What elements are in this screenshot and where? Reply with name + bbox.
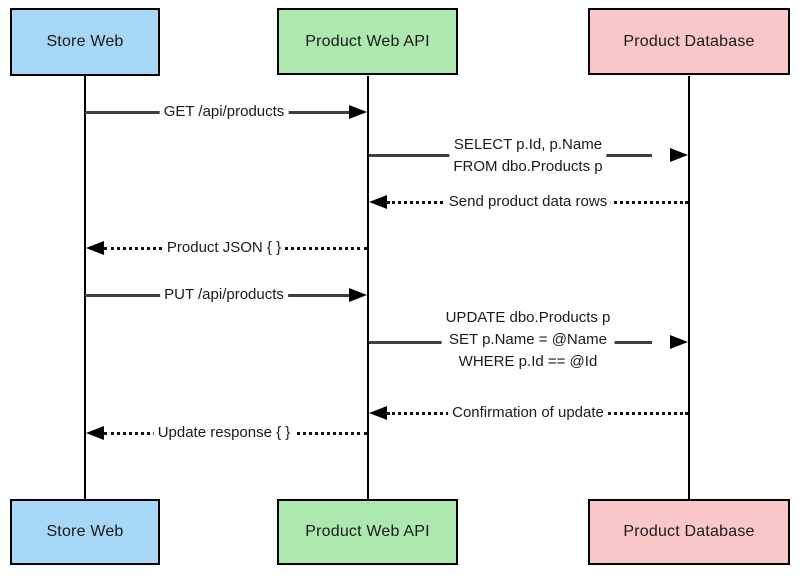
actor-label: Store Web (46, 523, 124, 540)
lifeline-product-web-api (367, 76, 369, 499)
message-label-update-response: Update response { } (153, 422, 295, 444)
actor-product-web-api-bottom: Product Web API (277, 499, 458, 565)
lifeline-product-database (688, 76, 690, 499)
message-label-product-json: Product JSON { } (162, 237, 286, 259)
actor-label: Product Database (623, 523, 755, 540)
actor-store-web-bottom: Store Web (10, 499, 160, 565)
actor-label: Product Web API (305, 523, 430, 540)
actor-product-web-api-top: Product Web API (277, 8, 458, 75)
actor-label: Product Database (623, 32, 755, 50)
message-label-get-products: GET /api/products (159, 101, 289, 123)
arrowhead-right-icon (349, 105, 367, 119)
actor-product-database-bottom: Product Database (588, 499, 790, 565)
actor-product-database-top: Product Database (588, 8, 790, 75)
arrowhead-right-icon (670, 335, 688, 349)
message-label-put-products: PUT /api/products (160, 284, 288, 306)
arrowhead-left-icon (86, 426, 104, 440)
message-label-update: UPDATE dbo.Products p SET p.Name = @Name… (441, 307, 615, 373)
message-label-send-rows: Send product data rows (444, 191, 612, 213)
actor-label: Product Web API (305, 32, 430, 50)
lifeline-store-web (84, 76, 86, 499)
actor-store-web-top: Store Web (10, 8, 160, 76)
message-label-select: SELECT p.Id, p.Name FROM dbo.Products p (449, 134, 607, 178)
actor-label: Store Web (46, 33, 124, 50)
message-label-confirmation: Confirmation of update (448, 402, 608, 424)
arrowhead-right-icon (349, 288, 367, 302)
arrowhead-left-icon (369, 195, 387, 209)
arrowhead-left-icon (86, 241, 104, 255)
arrowhead-right-icon (670, 148, 688, 162)
arrowhead-left-icon (369, 406, 387, 420)
